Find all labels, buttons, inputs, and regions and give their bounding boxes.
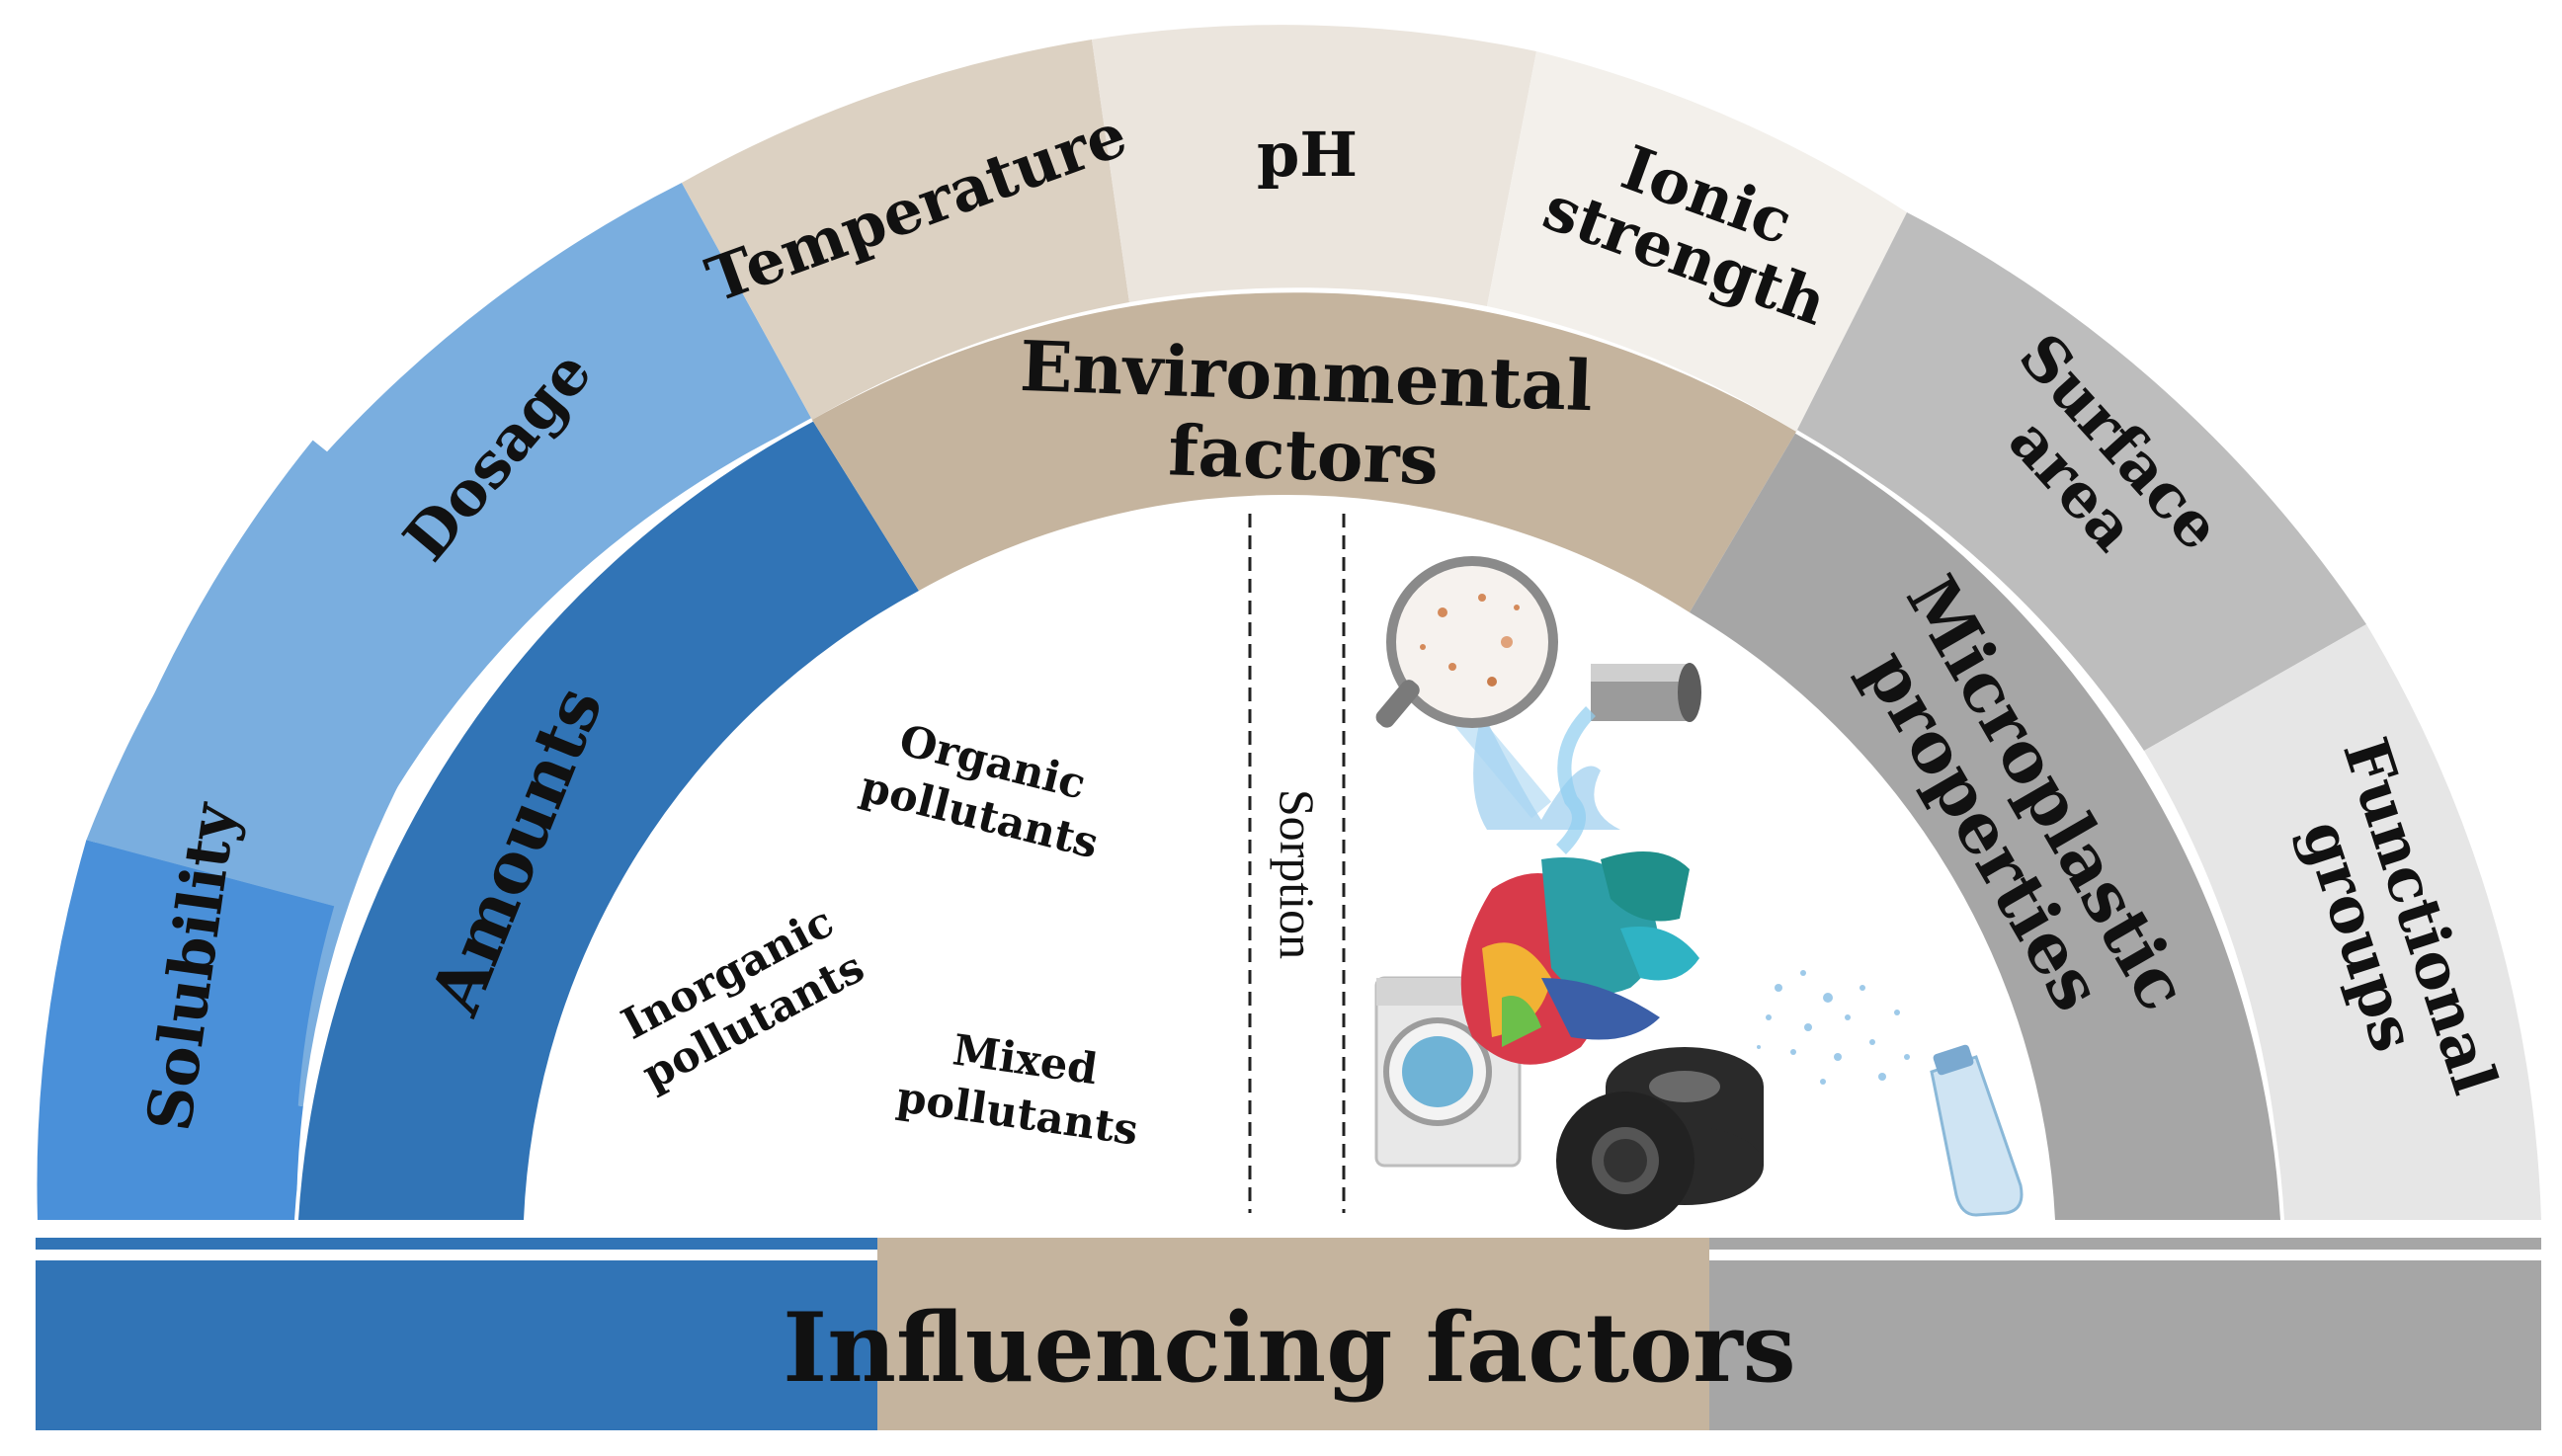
label-mixed-pollutants: pollutants bbox=[894, 1073, 1141, 1156]
segment-amounts bbox=[296, 420, 919, 1220]
outer-ring bbox=[37, 25, 2541, 1220]
bar-line-gray bbox=[1709, 1238, 2541, 1250]
bar-gray bbox=[1709, 1260, 2541, 1430]
label-factors: factors bbox=[1167, 409, 1440, 500]
segment-environmental-factors bbox=[812, 292, 1796, 612]
label-ph: pH bbox=[1257, 119, 1358, 191]
clothes-icon bbox=[1460, 851, 1699, 1065]
inner-ring bbox=[296, 292, 2282, 1220]
segment-functional-groups bbox=[2144, 624, 2541, 1220]
segment-microplastic-properties bbox=[1690, 432, 2282, 1220]
segment-temperature bbox=[682, 40, 1129, 420]
label-sorption: Sorption bbox=[1270, 789, 1325, 959]
segment-ph bbox=[1092, 25, 1536, 307]
water-spray-icon bbox=[1757, 970, 1910, 1085]
plastic-bottle-icon bbox=[1930, 1044, 2024, 1217]
bar-blue bbox=[36, 1260, 877, 1430]
label-environmental: Environmental bbox=[1019, 325, 1594, 427]
tires-icon bbox=[1556, 1047, 1764, 1230]
pipe-icon bbox=[1555, 663, 1701, 854]
magnifier-water-icon bbox=[1375, 556, 1620, 830]
bar-line-blue bbox=[36, 1238, 877, 1250]
segment-surface-area bbox=[1796, 212, 2366, 751]
segment-ionic-strength bbox=[1487, 51, 1907, 432]
bar-tan bbox=[877, 1245, 1709, 1430]
page-title: Influencing factors bbox=[783, 1292, 1795, 1404]
